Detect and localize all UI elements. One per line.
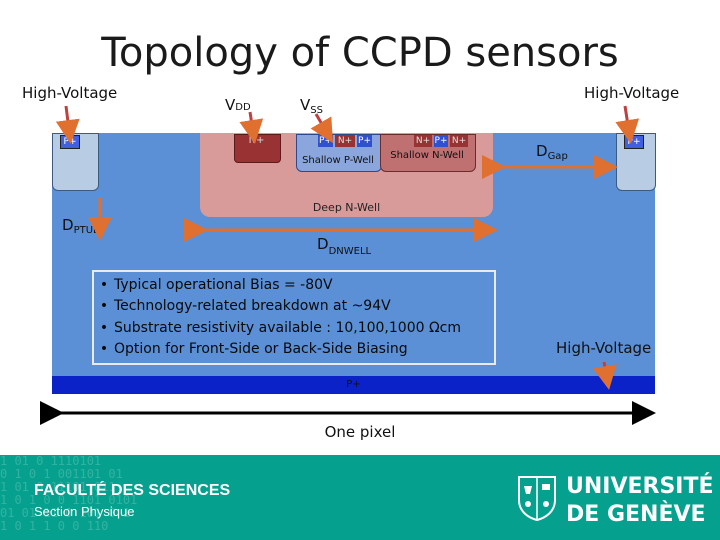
one-pixel-label: One pixel bbox=[324, 423, 396, 441]
pplus-backside-layer bbox=[52, 376, 655, 394]
nwell-nplus-right: N+ bbox=[450, 135, 468, 147]
dptub-main: D bbox=[62, 216, 74, 234]
nwell-nplus-left: N+ bbox=[414, 135, 432, 147]
bullet-item: •Substrate resistivity available : 10,10… bbox=[99, 320, 461, 336]
vdd-label: VDD bbox=[225, 96, 251, 114]
faculty-name: FACULTÉ DES SCIENCES bbox=[34, 482, 231, 499]
vdd-main: V bbox=[225, 96, 236, 114]
ddnwell-main: D bbox=[317, 235, 329, 253]
vss-sub: SS bbox=[310, 105, 323, 116]
nwell-pplus: P+ bbox=[434, 135, 448, 147]
pwell-pplus-right: P+ bbox=[357, 135, 372, 147]
hv-bottom-arrow bbox=[592, 361, 617, 390]
university-crest-icon bbox=[518, 476, 556, 522]
vdd-arrow bbox=[239, 111, 264, 144]
dptub-label: DPTUB bbox=[62, 216, 100, 236]
shallow-pwell-label: Shallow P-Well bbox=[302, 155, 374, 166]
dptub-sub: PTUB bbox=[73, 225, 100, 236]
hv-right-arrow bbox=[615, 105, 640, 144]
bullet-box: •Typical operational Bias = -80V •Techno… bbox=[92, 270, 496, 365]
bullet-item: •Typical operational Bias = -80V bbox=[99, 277, 333, 293]
pwell-nplus: N+ bbox=[335, 135, 355, 147]
university-name-line2: DE GENÈVE bbox=[566, 502, 706, 527]
vdd-sub: DD bbox=[235, 102, 251, 113]
hv-bottom-label: High-Voltage bbox=[556, 339, 652, 357]
vss-arrow bbox=[310, 113, 334, 144]
shallow-nwell-label: Shallow N-Well bbox=[390, 150, 464, 161]
bullet-item: •Technology-related breakdown at ~94V bbox=[99, 298, 391, 314]
section-name: Section Physique bbox=[34, 504, 135, 519]
ddnwell-sub: DNWELL bbox=[328, 246, 372, 257]
vss-label: VSS bbox=[300, 96, 323, 116]
hv-right-label: High-Voltage bbox=[584, 84, 680, 102]
footer-banner bbox=[0, 455, 720, 540]
ddnwell-label: DDNWELL bbox=[317, 235, 371, 257]
hv-left-label: High-Voltage bbox=[22, 84, 118, 102]
slide-title: Topology of CCPD sensors bbox=[101, 30, 619, 76]
binary-pattern: 1 01 0 1110101 0 1 0 1 001101 01 1 01 0 … bbox=[0, 455, 138, 533]
university-name-line1: UNIVERSITÉ bbox=[566, 474, 714, 499]
dgap-main: D bbox=[536, 142, 548, 160]
hv-left-arrow bbox=[55, 105, 80, 144]
deep-nwell-label: Deep N-Well bbox=[312, 201, 381, 214]
pplus-backside-label: P+ bbox=[346, 379, 361, 390]
bullet-item: •Option for Front-Side or Back-Side Bias… bbox=[99, 341, 408, 357]
vss-main: V bbox=[300, 96, 311, 114]
